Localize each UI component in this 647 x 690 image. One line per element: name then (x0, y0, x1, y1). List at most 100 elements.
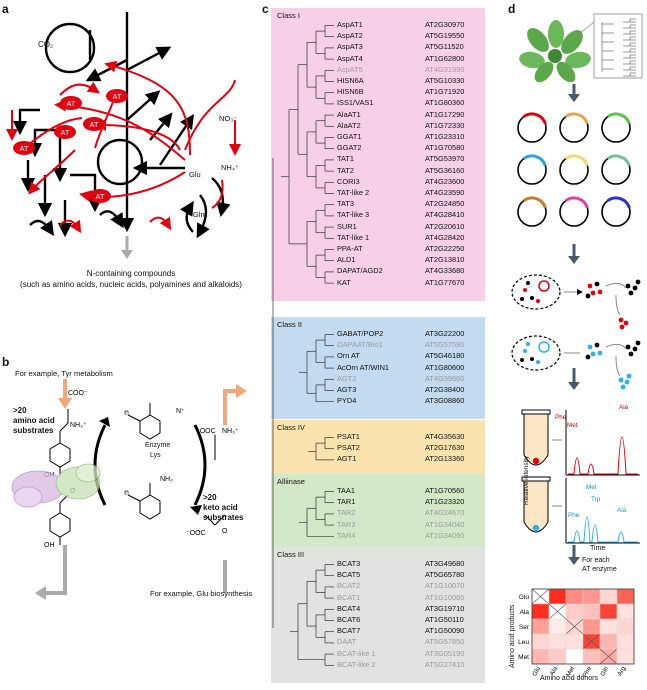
gene-name: AGT3 (337, 385, 357, 394)
panel-d-workflow (511, 13, 643, 565)
gene-id: AT5G10330 (425, 76, 465, 85)
gene-id: AT1G17290 (425, 109, 465, 119)
heatmap-col-label: Gln (599, 665, 610, 677)
at-label: AT (112, 92, 121, 101)
sample-tube-2 (521, 476, 551, 533)
gene-id: AT1G70560 (425, 486, 465, 495)
for-each-line-2: AT enzyme (582, 566, 617, 573)
gene-name: TAR2 (337, 508, 356, 518)
at-badges (13, 89, 128, 203)
panel-label-b: b (2, 355, 10, 369)
heatmap-cell (531, 618, 550, 635)
aa-substrates-line-3: substrates (13, 426, 54, 435)
gene-name: BCAT7 (337, 626, 361, 636)
gene-id: AT5G27410 (425, 659, 465, 669)
gene-name: AGT2 (337, 373, 357, 383)
panel-label-a: a (2, 2, 9, 16)
for-each-line-1: For each (582, 557, 610, 564)
gene-name: BCAT5 (337, 570, 361, 580)
svg-text:OH: OH (44, 542, 55, 549)
gene-id: AT1G34060 (425, 530, 465, 540)
gene-name: AGT1 (337, 454, 357, 464)
gene-name: HISN6B (337, 87, 364, 97)
gene-id: AT2G17630 (425, 443, 465, 453)
heatmap-cell (531, 633, 550, 650)
heatmap-row-label: Ala (520, 609, 530, 616)
heatmap-cell (548, 648, 567, 665)
peak-label-met-1: Met (567, 422, 578, 429)
gene-name: TAR4 (337, 530, 356, 540)
gene-id: AT5G36160 (425, 165, 465, 175)
gene-id: AT1G71920 (425, 87, 465, 97)
glu-label: Glu (189, 170, 201, 179)
gene-id: AT4G24670 (425, 508, 465, 518)
heatmap-cell (599, 588, 618, 605)
panel-b-reaction-scheme: OH OH COO⁻ NH₃⁺ O ℗ ℗ NH₂ N⁺ ⁻OOC NH₃⁺ ⁻… (11, 379, 247, 600)
panel-a-metabolic-network: AT AT AT AT AT AT (6, 12, 241, 259)
at-badge (54, 125, 76, 139)
heatmap-cell (582, 588, 601, 605)
co2-label: CO₂ (38, 40, 54, 49)
gene-name: PSAT2 (337, 443, 360, 453)
svg-text:NH₃⁺: NH₃⁺ (70, 422, 87, 429)
gene-id: AT2G20610 (425, 221, 465, 231)
heatmap-cell (565, 648, 584, 665)
gene-id: AT3G22200 (425, 329, 465, 338)
gene-id: AT2G13810 (425, 255, 465, 265)
chromatogram-2 (565, 478, 640, 544)
heatmap-cell (616, 618, 635, 635)
at-badge (83, 117, 105, 131)
svg-text:N⁺: N⁺ (176, 408, 185, 415)
gene-id: AT4G31990 (425, 64, 465, 74)
gene-id: AT5G53970 (425, 154, 465, 164)
gene-name: ALD1 (337, 255, 356, 265)
gene-name: AspAT1 (337, 20, 363, 29)
class-title: Class I (277, 11, 300, 20)
gene-name: AspAT3 (337, 42, 363, 52)
gene-id: AT3G05190 (425, 648, 465, 658)
sample-tube-1 (521, 409, 551, 466)
heatmap-cell (582, 648, 601, 665)
class-box-class-iv: Class IV (271, 420, 485, 478)
keto-line-2: keto acid (203, 503, 238, 512)
gene-id: AT5G57850 (425, 637, 465, 647)
caption-line-1: N-containing compounds (86, 269, 176, 278)
gene-id: AT5G46180 (425, 351, 465, 361)
aa-substrates-line-1: >20 (13, 406, 27, 415)
gene-name: KAT (337, 277, 351, 287)
lys-label: Lys (150, 452, 161, 459)
gene-id: AT2G38400 (425, 385, 465, 394)
no3-label: NO₃⁻ (219, 114, 238, 123)
heatmap-cell (531, 648, 550, 665)
gene-id: AT1G34040 (425, 519, 465, 529)
gene-name: TAR1 (337, 497, 356, 507)
peak-label-ala-1: Ala (619, 404, 629, 411)
at-badge (13, 141, 35, 155)
heatmap-cell (616, 648, 635, 665)
gene-id: AT4G28410 (425, 210, 465, 220)
heatmap-cell (599, 618, 618, 635)
phylogenetic-tree (272, 25, 334, 666)
gene-name: PPA-AT (337, 244, 363, 253)
gene-id: AT4G23600 (425, 176, 465, 186)
caption-line-2: (such as amino acids, nucleic acids, pol… (20, 280, 242, 289)
tyr-example: For example, Tyr metabolism (15, 369, 113, 378)
svg-text:O: O (222, 528, 228, 535)
at-label: AT (66, 99, 75, 108)
class-title: Class IV (277, 423, 305, 432)
gene-id: AT1G70580 (425, 143, 465, 153)
heatmap-col-label: Phe (582, 665, 594, 679)
at-badge (106, 89, 128, 103)
gene-id: AT3G19710 (425, 603, 465, 613)
gene-id: AT1G23310 (425, 132, 465, 141)
chromatogram-1 (565, 410, 640, 476)
for-each-at: For each AT enzyme (582, 556, 617, 574)
gene-id: AT1G62800 (425, 53, 465, 63)
heatmap-cell (548, 618, 567, 635)
heatmap-cell (599, 633, 618, 650)
gene-id: AT1G50090 (425, 626, 465, 636)
gene-name: AlaAT2 (337, 120, 361, 130)
heatmap-cell (582, 618, 601, 635)
heatmap-cell (616, 633, 635, 650)
gene-id: AT1G80360 (425, 98, 465, 108)
